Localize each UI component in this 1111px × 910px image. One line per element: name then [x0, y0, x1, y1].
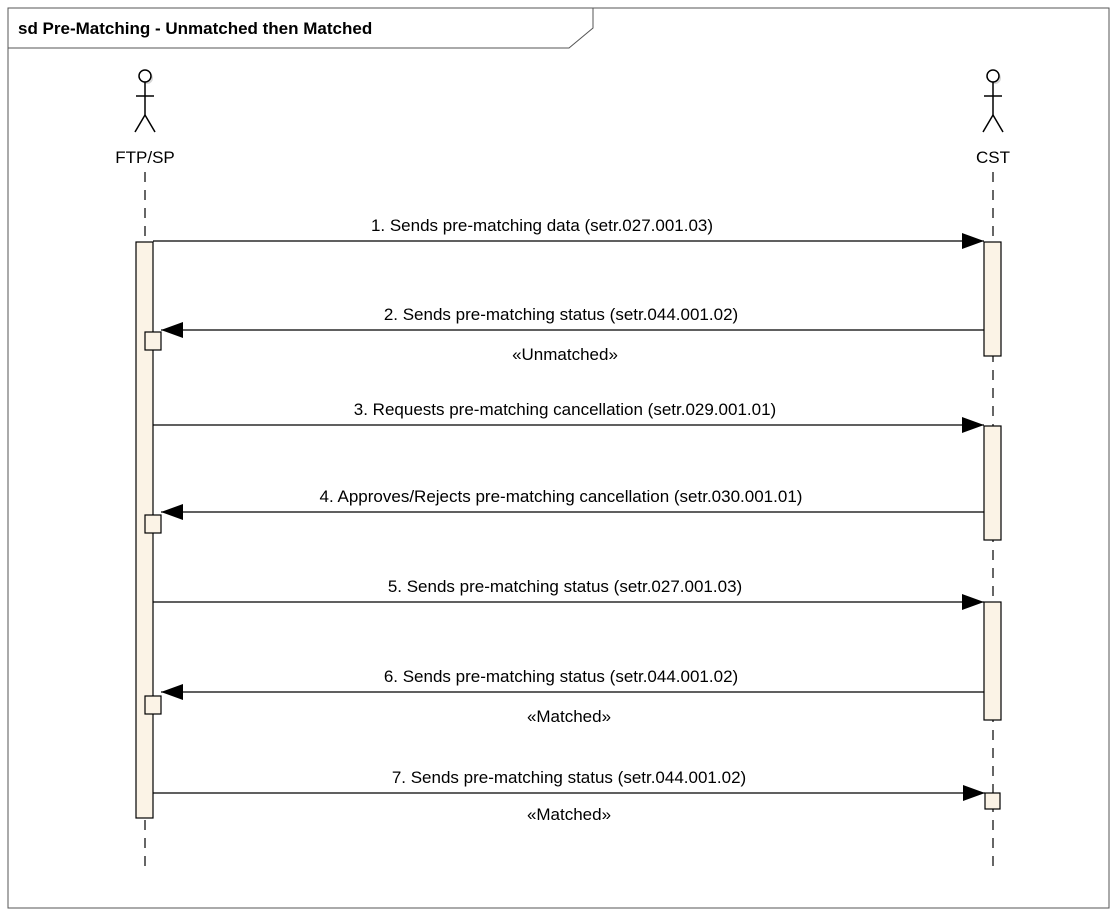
message-3: 3. Requests pre-matching cancellation (s…	[153, 400, 984, 433]
message-4: 4. Approves/Rejects pre-matching cancell…	[161, 487, 984, 520]
message-7-stereotype: «Matched»	[527, 805, 611, 824]
frame-title: sd Pre-Matching - Unmatched then Matched	[18, 19, 372, 38]
message-2-stereotype: «Unmatched»	[512, 345, 618, 364]
actor-ftp-sp-label: FTP/SP	[115, 148, 175, 167]
actor-cst-icon	[982, 69, 1004, 133]
message-7: 7. Sends pre-matching status (setr.044.0…	[153, 768, 985, 824]
activation-cst-2	[983, 425, 1002, 541]
message-1: 1. Sends pre-matching data (setr.027.001…	[153, 216, 984, 249]
message-7-label: 7. Sends pre-matching status (setr.044.0…	[392, 768, 746, 787]
message-6-label: 6. Sends pre-matching status (setr.044.0…	[384, 667, 738, 686]
message-2-label: 2. Sends pre-matching status (setr.044.0…	[384, 305, 738, 324]
actor-ftp-sp-icon	[134, 69, 156, 133]
message-3-label: 3. Requests pre-matching cancellation (s…	[354, 400, 776, 419]
activation-cst-1	[983, 241, 1002, 357]
return-box-ftp-2	[144, 514, 162, 534]
message-5-label: 5. Sends pre-matching status (setr.027.0…	[388, 577, 742, 596]
message-6-stereotype: «Matched»	[527, 707, 611, 726]
return-box-ftp-1	[144, 331, 162, 351]
actor-cst-label: CST	[976, 148, 1010, 167]
message-5: 5. Sends pre-matching status (setr.027.0…	[153, 577, 984, 610]
message-6: 6. Sends pre-matching status (setr.044.0…	[161, 667, 984, 726]
message-2: 2. Sends pre-matching status (setr.044.0…	[161, 305, 984, 364]
activation-cst-3	[983, 601, 1002, 721]
return-box-ftp-3	[144, 695, 162, 715]
return-box-cst-1	[984, 792, 1001, 810]
frame-title-tab	[7, 7, 594, 49]
message-1-label: 1. Sends pre-matching data (setr.027.001…	[371, 216, 713, 235]
message-4-label: 4. Approves/Rejects pre-matching cancell…	[320, 487, 803, 506]
